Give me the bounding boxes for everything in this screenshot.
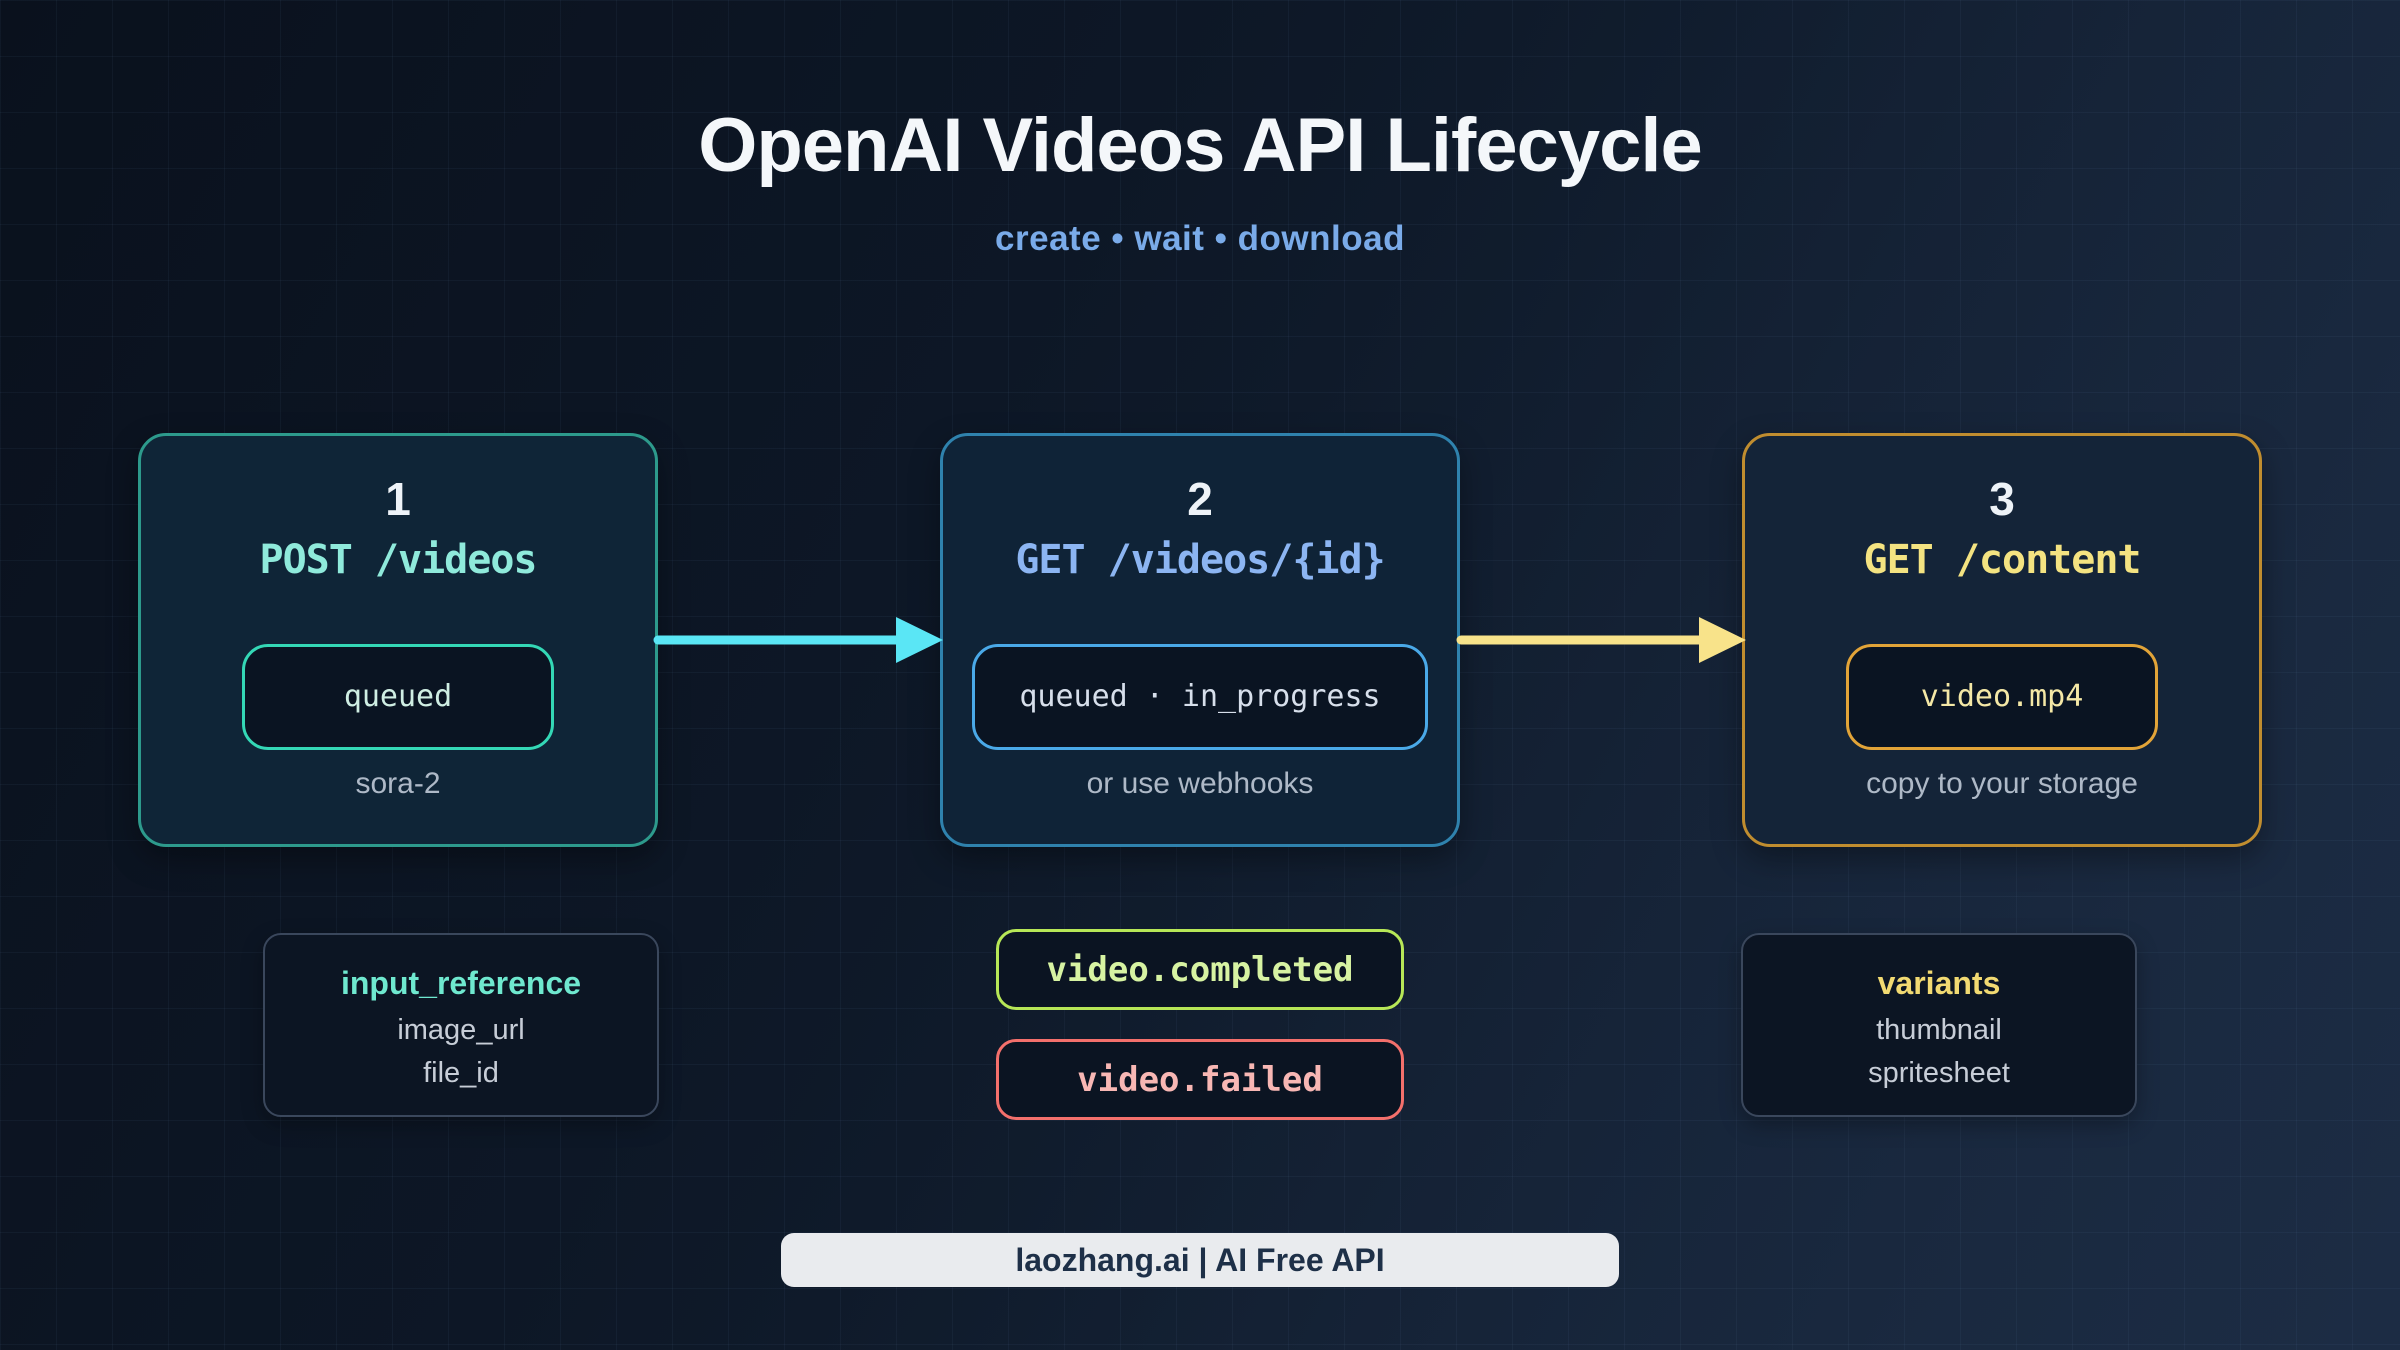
webhook-event-failed-badge: video.failed — [996, 1039, 1404, 1120]
step-card-get-content: 3 GET /content video.mp4 copy to your st… — [1742, 433, 2262, 847]
footer: laozhang.ai | AI Free API — [0, 1233, 2400, 1287]
steps-row: 1 POST /videos queued sora-2 2 GET /vide… — [0, 433, 2400, 847]
header: OpenAI Videos API Lifecycle create • wai… — [0, 0, 2400, 259]
step-caption: or use webhooks — [1086, 767, 1314, 800]
step-number: 2 — [1187, 473, 1213, 525]
webhook-events-group: video.completed video.failed — [996, 929, 1404, 1120]
step-number: 1 — [385, 473, 411, 525]
panel-title: variants — [1877, 964, 2001, 1001]
panel-item: image_url — [397, 1013, 525, 1046]
step-card-post-videos: 1 POST /videos queued sora-2 — [138, 433, 658, 847]
step-status-badge: queued · in_progress — [972, 644, 1428, 750]
step-caption: copy to your storage — [1866, 767, 2138, 800]
step-endpoint: POST /videos — [259, 537, 538, 583]
step-status-badge: queued — [242, 644, 554, 750]
input-reference-panel: input_reference image_url file_id — [263, 932, 659, 1117]
panel-item: spritesheet — [1868, 1056, 2010, 1089]
step-endpoint: GET /videos/{id} — [1015, 537, 1385, 583]
branding-badge: laozhang.ai | AI Free API — [781, 1233, 1619, 1287]
panel-item: thumbnail — [1876, 1013, 2002, 1046]
step-endpoint: GET /content — [1863, 537, 2142, 583]
step-caption: sora-2 — [355, 767, 441, 800]
step-status-badge: video.mp4 — [1846, 644, 2158, 750]
page-title: OpenAI Videos API Lifecycle — [698, 103, 1703, 188]
flow-arrow-step2-to-step3-icon — [1456, 617, 1746, 663]
details-row: input_reference image_url file_id video.… — [0, 929, 2400, 1120]
step-number: 3 — [1989, 473, 2015, 525]
step-card-get-video-status: 2 GET /videos/{id} queued · in_progress … — [940, 433, 1460, 847]
webhook-event-completed-badge: video.completed — [996, 929, 1404, 1010]
page-subtitle: create • wait • download — [995, 219, 1405, 258]
panel-item: file_id — [423, 1056, 499, 1089]
panel-title: input_reference — [340, 964, 582, 1001]
variants-panel: variants thumbnail spritesheet — [1741, 932, 2137, 1117]
flow-arrow-step1-to-step2-icon — [653, 617, 943, 663]
